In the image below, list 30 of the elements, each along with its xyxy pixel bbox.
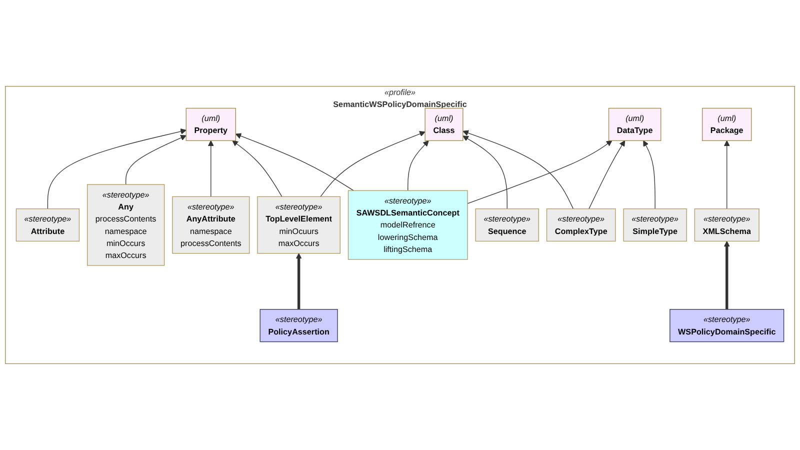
arrow — [232, 140, 282, 197]
arrow — [724, 240, 730, 310]
arrow — [47, 128, 186, 210]
node-box: «stereotype» Any processContents namespace minOccurs maxOccurs — [87, 184, 165, 266]
node-box: «stereotype» SAWSDLSemanticConcept modelRefrence loweringSchema liftingSchema — [348, 190, 468, 260]
arrow — [320, 131, 426, 197]
node-box: (uml) DataType — [608, 108, 662, 141]
arrow — [462, 136, 508, 210]
arrow — [724, 140, 730, 210]
arrow — [208, 140, 214, 197]
node-box: «stereotype» PolicyAssertion — [260, 309, 338, 342]
node-box: (uml) Property — [186, 108, 236, 141]
node-box: «stereotype» ComplexType — [546, 208, 616, 242]
arrow — [643, 140, 656, 210]
arrow — [462, 130, 574, 210]
node-box: «stereotype» Sequence — [475, 208, 539, 242]
node-box: «stereotype» WSPolicyDomainSpecific — [670, 309, 784, 342]
node-box: «stereotype» AnyAttribute namespace processContents — [172, 196, 250, 254]
node-box: «stereotype» TopLevelElement minOcuurs maxOccurs — [257, 196, 340, 254]
node-box: «stereotype» Attribute — [16, 208, 80, 242]
node-box: (uml) Package — [702, 108, 752, 141]
arrow — [408, 140, 429, 191]
arrow — [467, 140, 612, 204]
node-box: «stereotype» SimpleType — [623, 208, 687, 242]
arrow — [588, 140, 626, 210]
arrow — [235, 133, 354, 191]
node-box: (uml) Class — [424, 108, 464, 141]
arrow — [125, 135, 186, 185]
node-box: «stereotype» XMLSchema — [694, 208, 760, 242]
arrow — [296, 253, 302, 310]
